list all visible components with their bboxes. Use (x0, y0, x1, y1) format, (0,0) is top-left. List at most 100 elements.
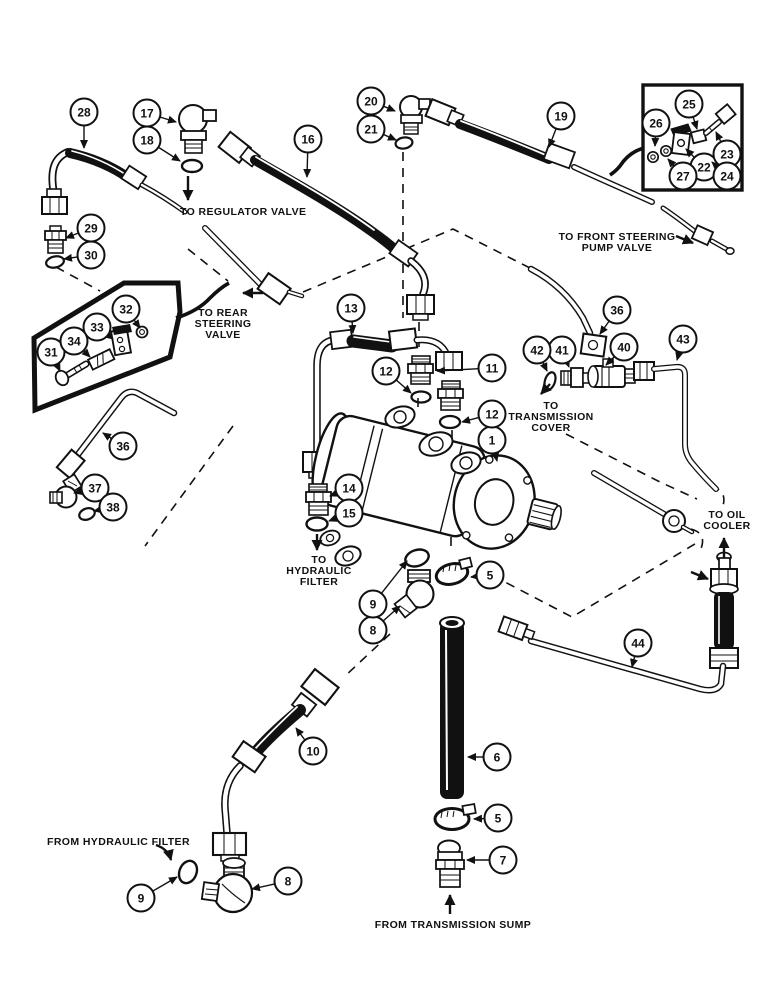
callout-23: 23 (712, 131, 742, 169)
arrow-from-hydraulic-filter (155, 843, 174, 861)
callout-42: 42 (522, 335, 552, 372)
adapter-fitting-11-left (407, 355, 434, 385)
callout-8-upper: 8 (358, 605, 401, 645)
callout-circle (668, 324, 698, 354)
callout-leader (548, 128, 557, 148)
callout-leader (63, 253, 78, 262)
callout-leader (380, 560, 408, 594)
callout-number: 7 (500, 853, 507, 867)
callout-number: 8 (285, 874, 292, 888)
callout-number: 18 (140, 133, 154, 147)
callout-leader (383, 104, 396, 112)
callout-circle (371, 356, 401, 386)
pump-port-middle (418, 431, 454, 457)
nut-26 (646, 150, 660, 164)
dashed-line (302, 228, 531, 293)
callout-circle (298, 736, 328, 766)
callout-16: 16 (293, 124, 323, 178)
callout-number: 30 (84, 248, 98, 262)
callout-34: 34 (59, 326, 91, 358)
callout-leader (158, 146, 181, 162)
callout-leader (630, 655, 638, 668)
callout-7: 7 (466, 845, 518, 875)
callout-8-lower: 8 (251, 866, 303, 896)
label-from-hydraulic-filter: FROM HYDRAULIC FILTER (47, 836, 190, 848)
pump-port-lower (450, 451, 482, 475)
callout-number: 20 (364, 94, 378, 108)
callout-30: 30 (63, 240, 106, 270)
callout-20: 20 (356, 86, 396, 116)
callout-circle (98, 492, 128, 522)
barb-fitting-7 (435, 839, 465, 888)
callout-leader (303, 152, 312, 178)
callout-leader (102, 432, 113, 441)
callout-circle (356, 114, 386, 144)
callout-number: 9 (370, 597, 377, 611)
pump-port-upper (384, 405, 416, 429)
nut-32 (135, 325, 149, 339)
tube-36-right (527, 265, 608, 358)
callout-leader (539, 361, 548, 372)
tube-44 (527, 637, 727, 694)
pointer-arrows (155, 176, 730, 914)
callout-33: 33 (82, 312, 114, 342)
callout-circle (488, 845, 518, 875)
callout-number: 32 (119, 302, 133, 316)
callout-12-left: 12 (371, 356, 412, 394)
callout-leader (104, 331, 114, 340)
dashed-hook (690, 528, 704, 554)
callout-number: 41 (555, 343, 569, 357)
arrow-to-front-steering-pump-valve (675, 234, 694, 245)
callout-circle (69, 97, 99, 127)
callout-circle (477, 353, 507, 383)
elbow-fitting-8-upper (393, 569, 435, 619)
arrow-oil-cooler-assembly (690, 570, 709, 581)
callout-14: 14 (329, 473, 364, 503)
callout-circle (712, 161, 742, 191)
callout-28: 28 (69, 97, 99, 149)
callout-number: 12 (379, 364, 393, 378)
callout-number: 36 (610, 303, 624, 317)
callout-leader (675, 351, 684, 361)
callout-15: 15 (328, 498, 364, 528)
callout-circle (483, 803, 513, 833)
rear-steering-tube (202, 225, 305, 306)
tube-43 (633, 361, 719, 492)
callout-circle (126, 883, 156, 913)
callout-36-left: 36 (102, 431, 138, 461)
callout-number: 37 (88, 481, 102, 495)
callout-number: 5 (487, 568, 494, 582)
callout-leader (295, 727, 306, 741)
callout-25: 25 (674, 89, 704, 130)
callout-38: 38 (93, 492, 128, 522)
callout-circle (522, 335, 552, 365)
callout-36-right: 36 (599, 295, 632, 335)
callout-circle (82, 312, 112, 342)
fitting-29 (44, 225, 67, 254)
callout-31: 31 (36, 337, 66, 372)
callout-41: 41 (547, 335, 577, 368)
callout-number: 43 (676, 332, 690, 346)
o-ring-30 (45, 255, 65, 269)
callout-leader (690, 116, 699, 130)
callout-number: 27 (676, 169, 690, 183)
callout-number: 19 (554, 109, 568, 123)
callout-number: 13 (344, 301, 358, 315)
arrow-to-transmission-cover (540, 382, 552, 395)
adapter-fitting-41 (560, 367, 591, 388)
callout-number: 15 (342, 506, 356, 520)
callout-leader (132, 319, 141, 329)
callout-circle (482, 742, 512, 772)
callout-10: 10 (295, 727, 328, 766)
callout-number: 31 (44, 345, 58, 359)
callout-circle (108, 431, 138, 461)
callout-leader (152, 876, 178, 892)
callout-leader (383, 133, 397, 141)
inset-box-pointer (608, 146, 645, 177)
callout-leader (715, 131, 724, 143)
hose-19 (424, 97, 655, 205)
callout-circle (674, 89, 704, 119)
callout-number: 11 (486, 361, 499, 375)
